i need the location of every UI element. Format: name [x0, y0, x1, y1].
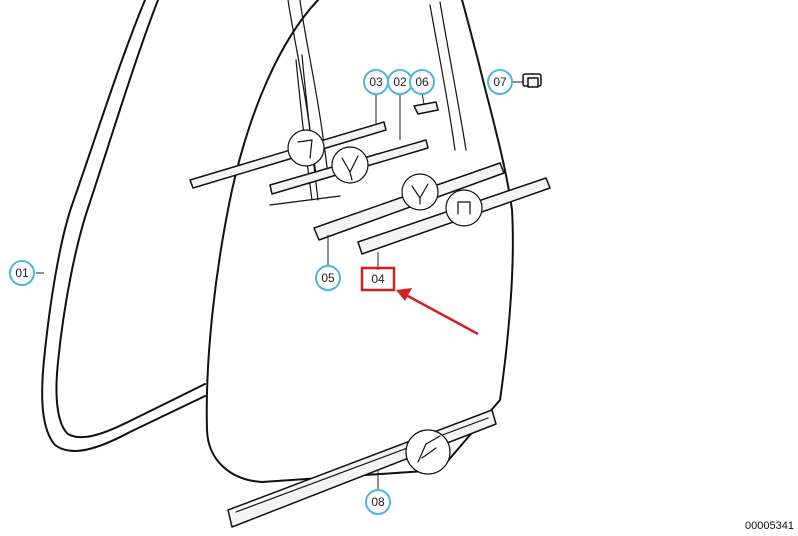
- callout-label: 03: [369, 75, 383, 89]
- profile-detail-5: [405, 429, 451, 475]
- callout-06[interactable]: 06: [409, 69, 435, 95]
- profile-detail-2: [331, 146, 369, 184]
- red-pointer-arrow: [396, 288, 479, 336]
- callout-07[interactable]: 07: [487, 69, 513, 95]
- callout-01[interactable]: 01: [9, 260, 35, 286]
- callout-label: 06: [415, 75, 429, 89]
- callout-03[interactable]: 03: [363, 69, 389, 95]
- end-clip: [522, 73, 542, 88]
- callout-label: 05: [321, 271, 335, 285]
- callout-04-highlighted[interactable]: 04: [360, 266, 396, 292]
- callout-label: 08: [371, 495, 385, 509]
- callout-08[interactable]: 08: [365, 489, 391, 515]
- profile-detail-4: [445, 189, 483, 227]
- callout-02[interactable]: 02: [387, 69, 413, 95]
- profile-detail-1: [287, 129, 325, 167]
- sill-strip: [227, 409, 497, 528]
- door-frame-seal: [41, 0, 329, 452]
- document-number: 00005341: [745, 520, 794, 532]
- callout-05[interactable]: 05: [315, 265, 341, 291]
- callout-label: 07: [493, 75, 507, 89]
- profile-detail-3: [401, 173, 439, 211]
- callout-label: 04: [371, 272, 385, 286]
- small-clip: [413, 101, 439, 115]
- callout-label: 01: [15, 266, 29, 280]
- callout-label: 02: [393, 75, 407, 89]
